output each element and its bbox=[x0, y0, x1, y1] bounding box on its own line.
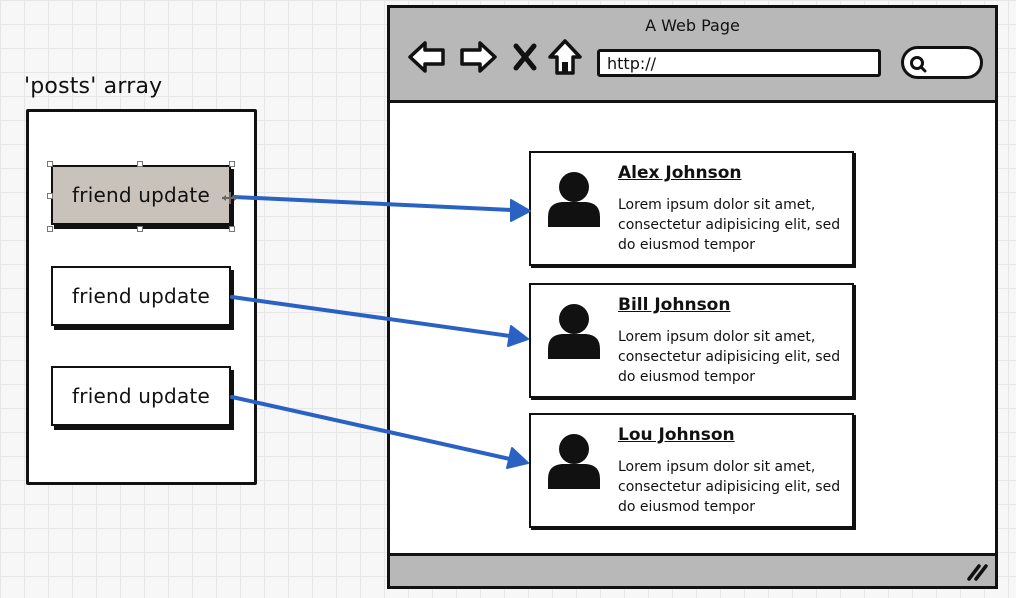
post-author-name[interactable]: Bill Johnson bbox=[618, 295, 731, 315]
post-item-3[interactable]: friend update bbox=[51, 366, 231, 426]
post-body-text: Lorem ipsum dolor sit amet, consectetur … bbox=[618, 197, 841, 253]
connector-arrow bbox=[230, 395, 529, 469]
selection-handle[interactable] bbox=[137, 161, 143, 167]
page-title: A Web Page bbox=[645, 16, 740, 35]
search-field[interactable] bbox=[901, 46, 983, 79]
stop-x-icon[interactable] bbox=[513, 43, 537, 71]
post-card-1: Alex Johnson Lorem ipsum dolor sit amet,… bbox=[529, 151, 854, 266]
post-author-name[interactable]: Alex Johnson bbox=[618, 163, 742, 183]
search-icon bbox=[910, 56, 927, 73]
post-item-2[interactable]: friend update bbox=[51, 266, 231, 326]
back-arrow-icon[interactable] bbox=[407, 40, 447, 74]
selection-handle[interactable] bbox=[47, 226, 53, 232]
selection-handle[interactable] bbox=[47, 193, 53, 199]
post-body-text: Lorem ipsum dolor sit amet, consectetur … bbox=[618, 329, 841, 385]
home-icon[interactable] bbox=[547, 38, 583, 76]
forward-arrow-icon[interactable] bbox=[458, 40, 498, 74]
browser-toolbar: A Web Page http:// bbox=[390, 8, 995, 103]
post-item-label: friend update bbox=[72, 384, 210, 408]
browser-status-bar bbox=[390, 553, 995, 586]
selection-handle[interactable] bbox=[137, 226, 143, 232]
selection-handle[interactable] bbox=[47, 161, 53, 167]
post-card-2: Bill Johnson Lorem ipsum dolor sit amet,… bbox=[529, 283, 854, 398]
post-author-name[interactable]: Lou Johnson bbox=[618, 425, 735, 445]
user-avatar-icon bbox=[548, 172, 600, 227]
connector-arrow bbox=[232, 195, 531, 222]
post-item-label: friend update bbox=[72, 183, 210, 207]
user-avatar-icon bbox=[548, 434, 600, 489]
post-item-1[interactable]: friend update bbox=[51, 165, 231, 225]
post-card-3: Lou Johnson Lorem ipsum dolor sit amet, … bbox=[529, 413, 854, 528]
post-item-label: friend update bbox=[72, 284, 210, 308]
connector-arrow bbox=[230, 295, 529, 347]
selection-handle[interactable] bbox=[229, 161, 235, 167]
post-body-text: Lorem ipsum dolor sit amet, consectetur … bbox=[618, 459, 841, 515]
selection-handle[interactable] bbox=[229, 226, 235, 232]
url-bar[interactable]: http:// bbox=[597, 49, 881, 77]
array-label: 'posts' array bbox=[24, 74, 163, 99]
url-text: http:// bbox=[607, 54, 657, 73]
user-avatar-icon bbox=[548, 304, 600, 359]
move-cursor-icon bbox=[222, 192, 238, 204]
resize-grip-icon[interactable] bbox=[966, 563, 988, 581]
browser-window: A Web Page http:// bbox=[387, 5, 998, 589]
